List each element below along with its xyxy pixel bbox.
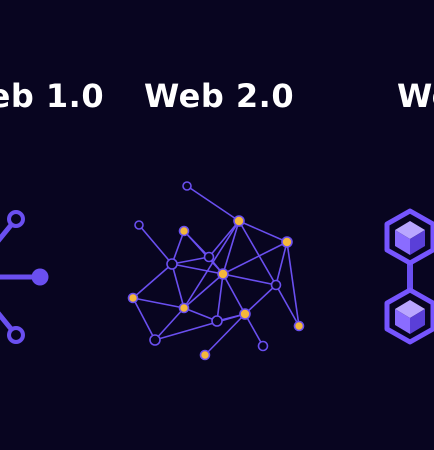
mesh-line xyxy=(275,284,300,327)
mesh-line xyxy=(244,284,277,315)
hollow-node xyxy=(257,340,269,352)
mesh-line xyxy=(138,224,173,265)
mesh-line xyxy=(171,256,210,265)
mesh-line xyxy=(154,307,185,341)
mesh-line xyxy=(275,241,288,286)
mesh-line xyxy=(222,273,277,286)
mesh-line xyxy=(238,220,277,286)
hollow-node xyxy=(7,326,25,344)
mesh-line xyxy=(222,220,240,275)
gold-node xyxy=(233,215,245,227)
gold-node xyxy=(199,349,211,361)
heading-web3: Web 3.0 xyxy=(397,77,434,115)
mesh-line xyxy=(204,313,246,356)
mesh-line xyxy=(154,313,246,341)
gold-node xyxy=(127,292,139,304)
mesh-line xyxy=(216,273,224,322)
mesh-line xyxy=(132,297,156,341)
hollow-node xyxy=(7,210,25,228)
mesh-line xyxy=(132,263,173,299)
mesh-line xyxy=(238,220,288,243)
mesh-line xyxy=(222,241,288,275)
hollow-node xyxy=(182,181,192,191)
hollow-node xyxy=(166,258,178,270)
mesh-line xyxy=(208,220,240,258)
cube-icon xyxy=(384,208,434,266)
mesh-line xyxy=(286,241,300,327)
gold-node xyxy=(178,225,190,237)
mesh-line xyxy=(171,263,224,275)
mesh-line xyxy=(183,307,218,322)
mesh-line xyxy=(183,273,224,309)
hollow-node xyxy=(270,279,282,291)
mesh-line xyxy=(132,297,185,309)
hollow-node xyxy=(203,251,215,263)
chained-cubes-icon xyxy=(384,208,434,345)
gold-node xyxy=(281,236,293,248)
mesh-line xyxy=(186,185,240,222)
hollow-node xyxy=(211,315,223,327)
heading-web2: Web 2.0 xyxy=(144,77,295,115)
mesh-network-icon xyxy=(127,181,305,361)
solid-node xyxy=(31,268,49,286)
mesh-line xyxy=(183,220,240,309)
gold-node xyxy=(293,320,305,332)
mesh-line xyxy=(244,313,264,347)
gold-node xyxy=(178,302,190,314)
mesh-line xyxy=(222,273,246,315)
mesh-line xyxy=(171,230,185,265)
gold-node xyxy=(239,308,251,320)
cube-icon xyxy=(384,287,434,345)
hollow-node xyxy=(134,220,144,230)
hub-and-spoke-icon xyxy=(0,210,49,344)
gold-node xyxy=(217,268,229,280)
mesh-line xyxy=(171,263,185,309)
hollow-node xyxy=(149,334,161,346)
